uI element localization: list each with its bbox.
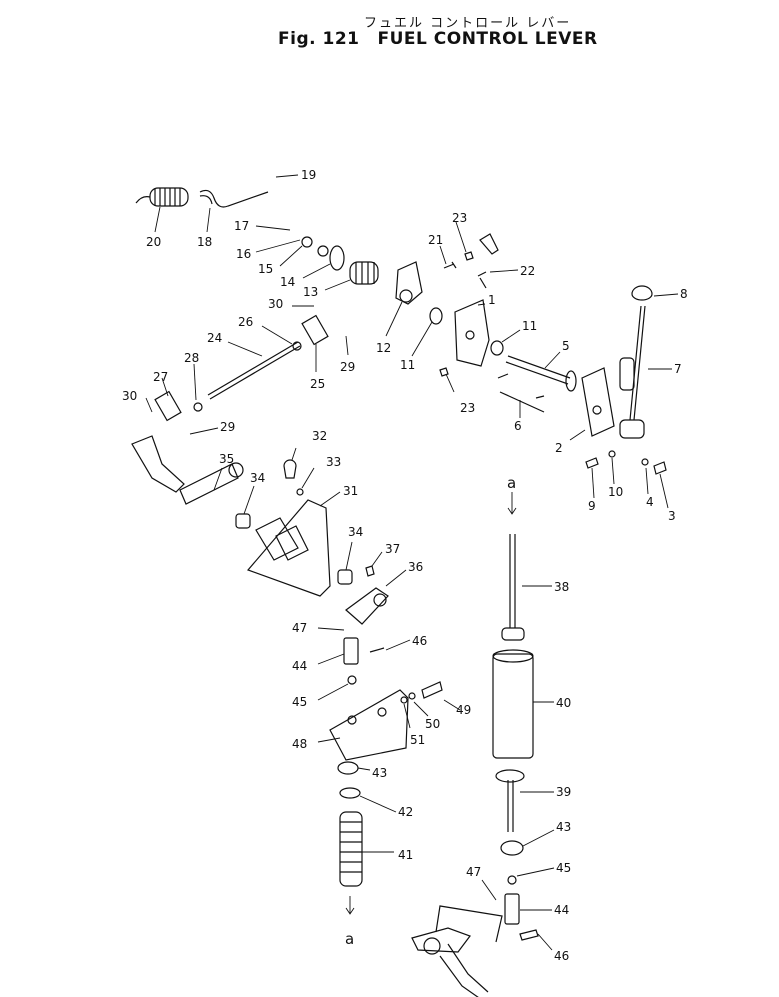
- callout-label: a: [507, 474, 516, 492]
- callout-label: 24: [207, 331, 222, 345]
- callout-label: 48: [292, 737, 307, 751]
- callout-label: 18: [197, 235, 212, 249]
- callout-label: 30: [268, 297, 283, 311]
- callout-label: 34: [348, 525, 363, 539]
- callout-label: 28: [184, 351, 199, 365]
- callout-label: 27: [153, 370, 168, 384]
- callout-label: 14: [280, 275, 295, 289]
- part-18-rod: [199, 189, 269, 208]
- callout-label: a: [345, 930, 354, 948]
- figure-japanese-title: フュエル コントロール レバー: [364, 16, 572, 31]
- callout-label: 4: [646, 495, 654, 509]
- callout-label: 37: [385, 542, 400, 556]
- part-38-rod: [501, 534, 525, 641]
- callout-label: 12: [376, 341, 391, 355]
- part-25-joint: [301, 314, 329, 346]
- part-shapes: [131, 187, 667, 997]
- callout-label: 17: [234, 219, 249, 233]
- callout-label: 11: [522, 319, 537, 333]
- callout-label: 21: [428, 233, 443, 247]
- callout-label: 5: [562, 339, 570, 353]
- callout-label: 9: [588, 499, 596, 513]
- callout-label: 49: [456, 703, 471, 717]
- callout-label: 46: [554, 949, 569, 963]
- callout-label: 47: [292, 621, 307, 635]
- callout-label: 33: [326, 455, 341, 469]
- callout-labels: 1 2 3 4 5 6 7 8 9 10 11 11 12 13 14 15 1…: [122, 168, 688, 963]
- callout-label: 43: [556, 820, 571, 834]
- callout-label: 7: [674, 362, 682, 376]
- figure-number: Fig. 121: [278, 29, 360, 49]
- callout-label: 10: [608, 485, 623, 499]
- part-40-tube: [492, 649, 534, 759]
- callout-label: 1: [488, 293, 496, 307]
- figure-title-line: Fig. 121 FUEL CONTROL LEVER: [278, 29, 598, 49]
- callout-label: 50: [425, 717, 440, 731]
- callout-label: 44: [554, 903, 569, 917]
- callout-label: 42: [398, 805, 413, 819]
- callout-label: 47: [466, 865, 481, 879]
- callout-label: 25: [310, 377, 325, 391]
- callout-label: 45: [556, 861, 571, 875]
- callout-label: 19: [301, 168, 316, 182]
- part-35-pedal: [131, 435, 244, 505]
- part-20-spring: [135, 187, 189, 207]
- callout-label: 29: [220, 420, 235, 434]
- callout-label: 30: [122, 389, 137, 403]
- callout-label: 16: [236, 247, 251, 261]
- figure-title: FUEL CONTROL LEVER: [377, 29, 598, 49]
- callout-label: 40: [556, 696, 571, 710]
- part-7-lever: [629, 305, 642, 421]
- callout-label: 26: [238, 315, 253, 329]
- callout-label: 13: [303, 285, 318, 299]
- callout-label: 11: [400, 358, 415, 372]
- callout-label: 20: [146, 235, 161, 249]
- callout-label: 43: [372, 766, 387, 780]
- callout-label: 38: [554, 580, 569, 594]
- part-13-spring: [349, 261, 379, 285]
- part-1-bracket: [454, 299, 490, 367]
- callout-label: 34: [250, 471, 265, 485]
- callout-label: 22: [520, 264, 535, 278]
- callout-label: 6: [514, 419, 522, 433]
- callout-label: 46: [412, 634, 427, 648]
- part-24-shaft: [207, 341, 301, 400]
- callout-label: 15: [258, 262, 273, 276]
- callout-label: 44: [292, 659, 307, 673]
- callout-label: 2: [555, 441, 563, 455]
- callout-label: 35: [219, 452, 234, 466]
- part-12-lever: [395, 261, 423, 305]
- callout-label: 39: [556, 785, 571, 799]
- callout-label: 3: [668, 509, 676, 523]
- part-2-lever-plate: [581, 367, 615, 437]
- callout-label: 41: [398, 848, 413, 862]
- callout-label: 36: [408, 560, 423, 574]
- callout-label: 31: [343, 484, 358, 498]
- callout-label: 23: [460, 401, 475, 415]
- lower-lever-assembly: [411, 905, 503, 997]
- callout-label: 32: [312, 429, 327, 443]
- callout-label: 23: [452, 211, 467, 225]
- part-8-knob: [631, 285, 653, 301]
- callout-label: 8: [680, 287, 688, 301]
- part-48-plate: [329, 689, 409, 761]
- part-41-spring: [339, 811, 363, 887]
- part-27-joint: [154, 390, 182, 422]
- part-5-shaft: [505, 355, 577, 392]
- callout-label: 29: [340, 360, 355, 374]
- part-31-bracket: [246, 499, 331, 597]
- callout-label: 45: [292, 695, 307, 709]
- callout-label: 51: [410, 733, 425, 747]
